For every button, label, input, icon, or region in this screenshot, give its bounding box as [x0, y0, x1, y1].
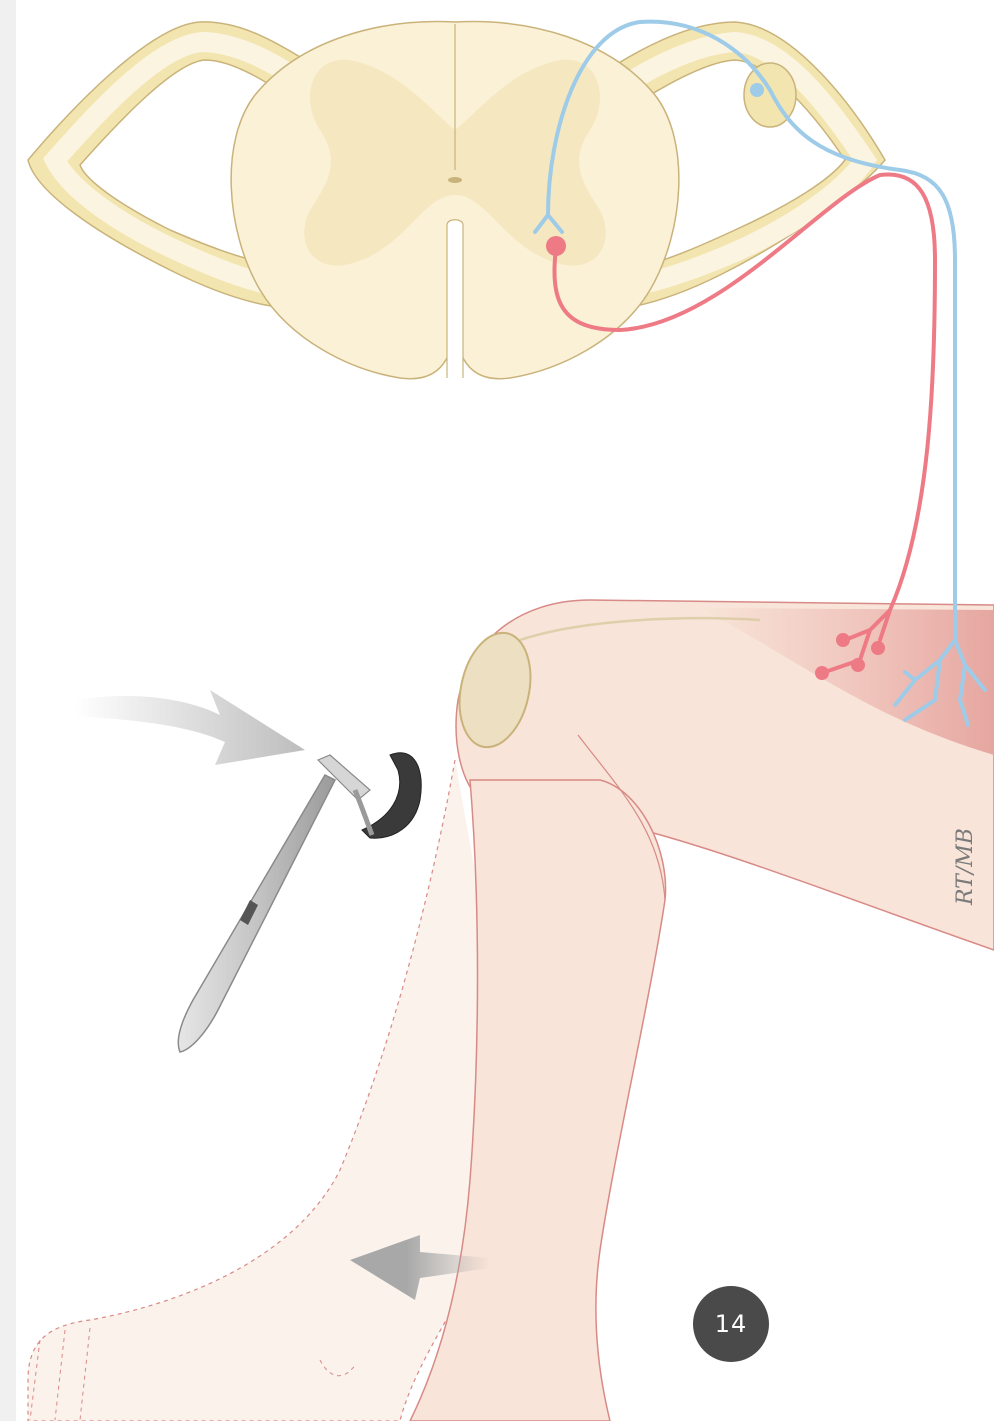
reflex-hammer-icon [178, 753, 421, 1052]
spinal-cord-cross-section [28, 22, 885, 379]
knee-jerk-reflex-illustration: RT/MB [16, 0, 994, 1421]
page-number-badge: 14 [693, 1286, 769, 1362]
left-margin-strip [0, 0, 16, 1421]
leg-initial-position [28, 760, 484, 1421]
motion-arrow-icon [75, 690, 305, 765]
svg-text:RT/MB: RT/MB [953, 828, 978, 906]
artist-signature: RT/MB [953, 828, 978, 906]
